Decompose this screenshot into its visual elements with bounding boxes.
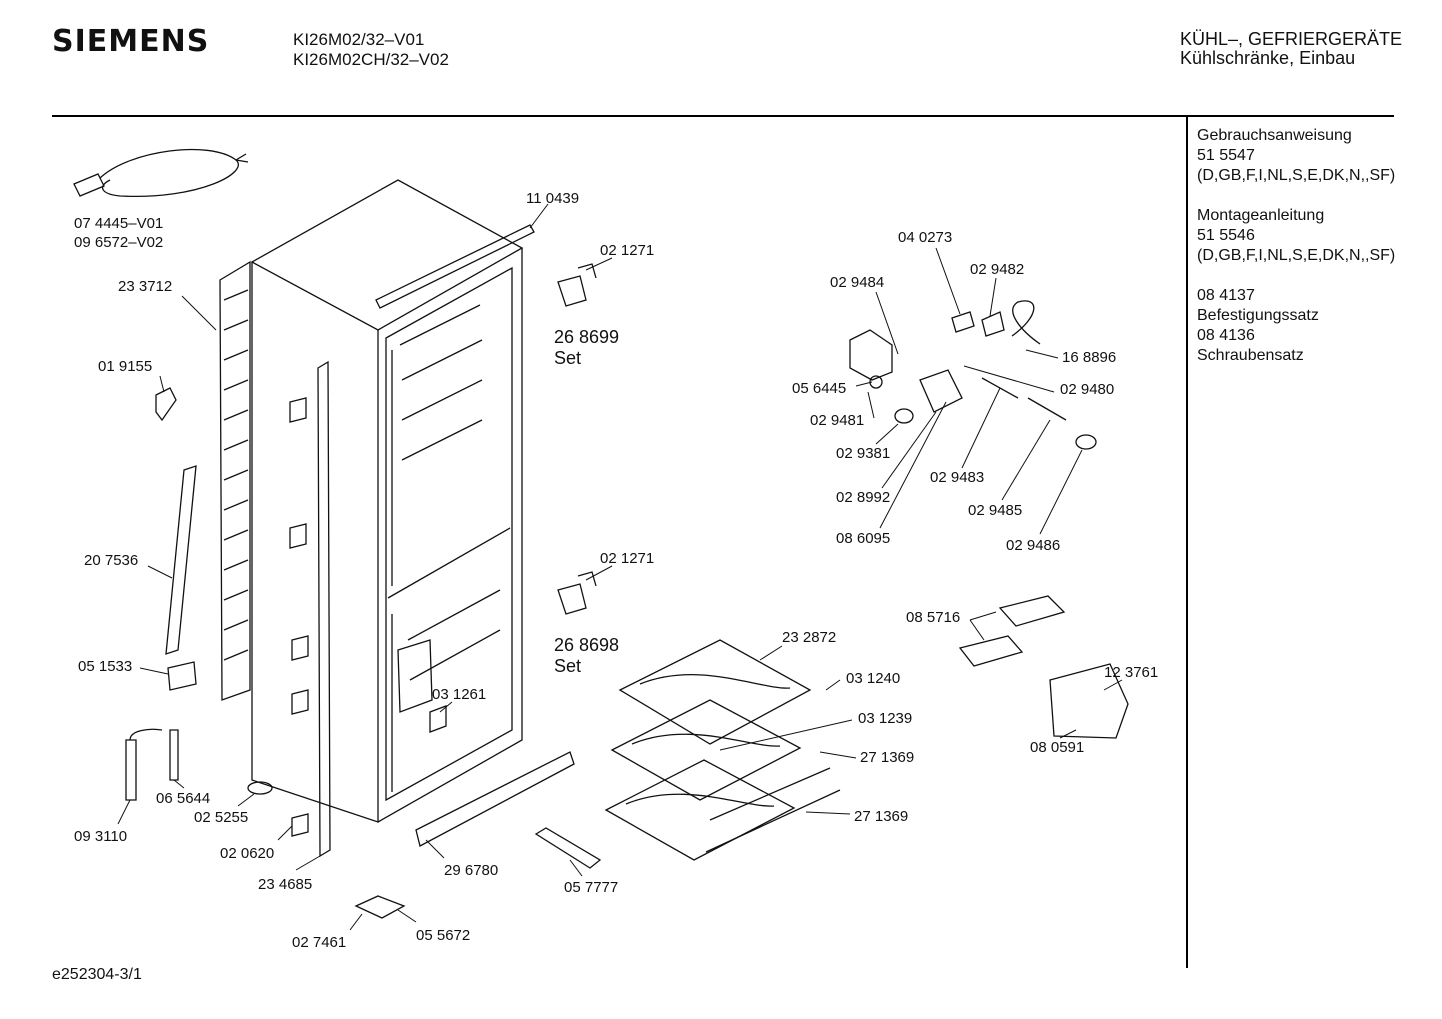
part-set-number: 26 8699: [554, 327, 619, 347]
documentation-sidebar: Gebrauchsanweisung 51 5547 (D,GB,F,I,NL,…: [1197, 126, 1395, 386]
gasket-strip-drawing: [165, 465, 197, 655]
part-label: 02 9486: [1006, 537, 1060, 554]
part-label: 20 7536: [84, 552, 138, 569]
power-cord-drawing: [73, 148, 249, 198]
hinge-set-lower-drawing: [557, 571, 597, 615]
header-divider: [52, 115, 1394, 117]
part-label: 05 7777: [564, 879, 618, 896]
part-labels: 07 4445–V01 09 6572–V02 23 3712 01 9155 …: [74, 190, 1158, 951]
part-label: 09 6572–V02: [74, 234, 163, 251]
hinge-set-upper-drawing: [557, 263, 597, 307]
document-reference: e252304-3/1: [52, 966, 142, 983]
doc-block-installation: Montageanleitung 51 5546 (D,GB,F,I,NL,S,…: [1197, 206, 1395, 266]
brand-logo: SIEMENS: [52, 24, 210, 59]
plinth-clip-drawing: [534, 827, 602, 869]
ice-tray-drawing: [1049, 663, 1129, 739]
part-label: 08 5716: [906, 609, 960, 626]
leader-lines: [117, 203, 1123, 931]
part-label: 11 0439: [526, 190, 579, 207]
doc-block-manual: Gebrauchsanweisung 51 5547 (D,GB,F,I,NL,…: [1197, 126, 1395, 186]
doc-line: 51 5547: [1197, 147, 1255, 164]
model-numbers: KI26M02/32–V01 KI26M02CH/32–V02: [293, 30, 449, 70]
doc-line: (D,GB,F,I,NL,S,E,DK,N,,SF): [1197, 167, 1396, 184]
part-label: 02 5255: [194, 809, 248, 826]
part-label: 23 3712: [118, 278, 172, 295]
bottom-rail-drawing: [415, 751, 575, 847]
doc-line: Schraubensatz: [1197, 347, 1304, 364]
evaporator-drawing: [604, 639, 841, 861]
insulation-ribs-drawing: [223, 289, 249, 661]
part-set-number: 26 8698: [554, 635, 619, 655]
part-label: 12 3761: [1104, 664, 1158, 681]
category-subtitle: Kühlschränke, Einbau: [1180, 48, 1356, 68]
part-label: 04 0273: [898, 229, 952, 246]
foot-drawing: [247, 781, 273, 795]
doc-line: Befestigungssatz: [1197, 307, 1319, 324]
part-label: 29 6780: [444, 862, 498, 879]
part-label: 03 1240: [846, 670, 900, 687]
part-label: 02 7461: [292, 934, 346, 951]
part-label: 02 9482: [970, 261, 1024, 278]
doc-line: (D,GB,F,I,NL,S,E,DK,N,,SF): [1197, 247, 1396, 264]
ice-pack-lower-drawing: [958, 635, 1024, 667]
model-number: KI26M02CH/32–V02: [293, 50, 449, 69]
part-label: 02 8992: [836, 489, 890, 506]
clip-drawing: [155, 387, 177, 422]
doc-block-kits: 08 4137 Befestigungssatz 08 4136 Schraub…: [1197, 286, 1395, 366]
category-title: KÜHL–, GEFRIERGERÄTE: [1180, 29, 1403, 49]
doc-line: 51 5546: [1197, 227, 1255, 244]
part-label: 02 0620: [220, 845, 274, 862]
ice-pack-upper-drawing: [998, 595, 1066, 627]
part-label: 05 6445: [792, 380, 846, 397]
set-label: Set: [554, 348, 581, 368]
cabinet-body-drawing: [250, 179, 524, 823]
part-label: 23 4685: [258, 876, 312, 893]
thermostat-sensor-drawing: [125, 728, 163, 801]
sleeve-drawing: [169, 729, 179, 781]
part-label: 08 0591: [1030, 739, 1084, 756]
part-label: 08 6095: [836, 530, 890, 547]
drain-drawing: [429, 705, 447, 733]
part-label: 05 5672: [416, 927, 470, 944]
part-label: 02 9484: [830, 274, 884, 291]
part-label: 06 5644: [156, 790, 210, 807]
part-label: 02 1271: [600, 242, 654, 259]
model-number: KI26M02/32–V01: [293, 30, 425, 49]
part-label: 27 1369: [854, 808, 908, 825]
insulation-strip-drawing: [219, 260, 251, 701]
doc-line: 08 4136: [1197, 327, 1255, 344]
part-label: 16 8896: [1062, 349, 1116, 366]
part-label: 02 1271: [600, 550, 654, 567]
doc-line: 08 4137: [1197, 287, 1255, 304]
set-label: Set: [554, 656, 581, 676]
part-label: 09 3110: [74, 828, 127, 845]
part-label: 27 1369: [860, 749, 914, 766]
door-coupler-drawing: [354, 895, 406, 919]
part-label: 02 9481: [810, 412, 864, 429]
bracket-drawing: [167, 661, 197, 691]
doc-line: Gebrauchsanweisung: [1197, 127, 1352, 144]
part-label: 05 1533: [78, 658, 132, 675]
part-label: 02 9381: [836, 445, 890, 462]
part-label: 23 2872: [782, 629, 836, 646]
part-label: 02 9483: [930, 469, 984, 486]
part-label: 02 9485: [968, 502, 1022, 519]
doc-line: Montageanleitung: [1197, 207, 1325, 224]
sidebar-divider: [1186, 116, 1188, 968]
top-hinge-rail-drawing: [375, 224, 535, 309]
part-label: 01 9155: [98, 358, 152, 375]
hinge-blocks-drawing: [289, 397, 309, 837]
part-label: 07 4445–V01: [74, 215, 163, 232]
part-label: 03 1261: [432, 686, 486, 703]
part-label: 03 1239: [858, 710, 912, 727]
product-category: KÜHL–, GEFRIERGERÄTE Kühlschränke, Einba…: [1180, 30, 1402, 68]
door-trim-drawing: [317, 360, 331, 858]
part-label: 02 9480: [1060, 381, 1114, 398]
